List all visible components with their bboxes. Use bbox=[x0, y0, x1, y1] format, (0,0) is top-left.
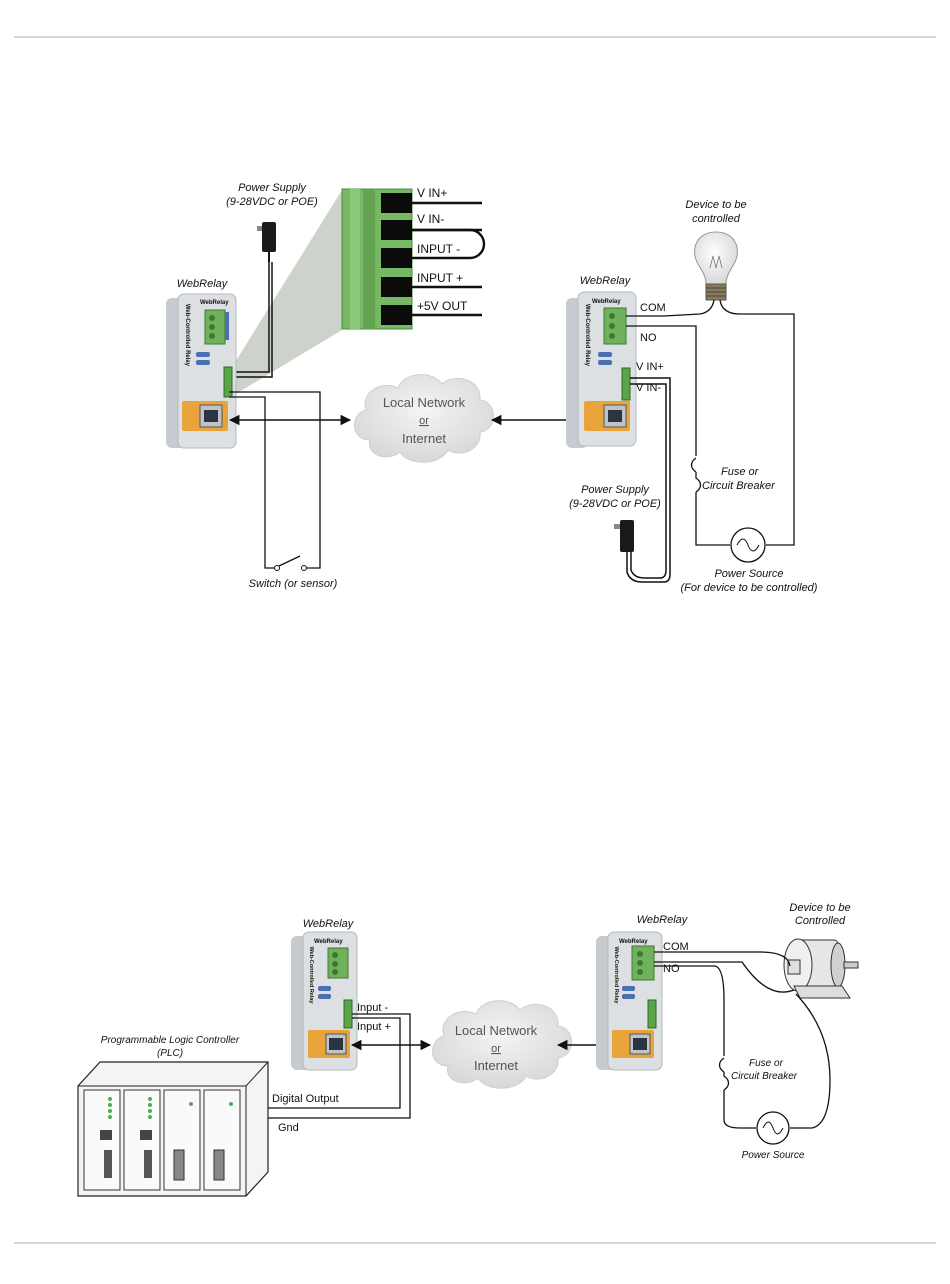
cloud2-line2: or bbox=[491, 1043, 501, 1055]
light-bulb bbox=[694, 231, 738, 301]
logo-webrelay2-right: WebRelay bbox=[619, 939, 648, 945]
vin-minus-label-1: V IN- bbox=[636, 382, 661, 394]
switch-wire-a bbox=[229, 396, 275, 569]
power-adapter-right bbox=[614, 377, 671, 583]
cloud2-line3: Internet bbox=[474, 1058, 518, 1073]
gnd-label: Gnd bbox=[278, 1122, 299, 1134]
vin-plus-label-1: V IN+ bbox=[636, 361, 664, 373]
com-wire-1 bbox=[626, 299, 715, 317]
switch-contact-right bbox=[301, 565, 307, 571]
fuse-label-1-line2: Circuit Breaker bbox=[702, 480, 776, 492]
ac-wave-2 bbox=[762, 1121, 784, 1135]
motor-return-wire bbox=[790, 993, 831, 1129]
logo-webrelay-right: WebRelay bbox=[592, 299, 621, 305]
terminal-label-vin-plus: V IN+ bbox=[417, 186, 447, 200]
device-label-2-line2: Controlled bbox=[795, 915, 846, 927]
terminal-label-input-plus: INPUT + bbox=[417, 271, 463, 285]
switch-wire-b bbox=[229, 391, 321, 569]
power-supply-right-line2: (9-28VDC or POE) bbox=[569, 498, 661, 510]
power-supply-left-line1: Power Supply bbox=[238, 182, 307, 194]
fuse-wire-1 bbox=[695, 492, 730, 546]
diagram-2: WebRelay WebRelay Web-Controlled Relay I… bbox=[77, 902, 859, 1197]
side-text2-left: Web-Controlled Relay bbox=[308, 946, 314, 1004]
device-label-1-line1: Device to be bbox=[685, 199, 746, 211]
side-text-right: Web-Controlled Relay bbox=[584, 304, 590, 367]
no-wire-1 bbox=[626, 325, 697, 456]
webrelay-left-label: WebRelay bbox=[177, 278, 229, 290]
bulb-return-wire bbox=[719, 299, 795, 546]
side-text-left: Web-Controlled Relay bbox=[184, 304, 190, 367]
power-source-1-line2: (For device to be controlled) bbox=[681, 582, 818, 594]
switch-label: Switch (or sensor) bbox=[249, 578, 338, 590]
motor-link-wire bbox=[654, 961, 795, 993]
power-source-2-label: Power Source bbox=[742, 1150, 805, 1161]
top-divider bbox=[14, 36, 936, 38]
fuse-symbol-2 bbox=[718, 1057, 730, 1091]
power-adapter-left bbox=[233, 222, 276, 378]
cloud1-line1: Local Network bbox=[383, 395, 466, 410]
no-label-1: NO bbox=[640, 332, 657, 344]
motor bbox=[783, 938, 859, 999]
side-text2-right: Web-Controlled Relay bbox=[613, 946, 619, 1004]
input-minus-label: Input - bbox=[357, 1002, 389, 1014]
plc-rack bbox=[77, 1061, 269, 1197]
fuse-label-2-line1: Fuse or bbox=[749, 1058, 784, 1069]
webrelay-device-left: WebRelay Web-Controlled Relay bbox=[166, 293, 237, 449]
network-cloud-1: Local Network or Internet bbox=[354, 374, 494, 463]
digital-output-label: Digital Output bbox=[272, 1093, 339, 1105]
com-label-2: COM bbox=[663, 941, 689, 953]
logo-webrelay2-left: WebRelay bbox=[314, 939, 343, 945]
cloud1-line3: Internet bbox=[402, 431, 446, 446]
terminal-label-vin-minus: V IN- bbox=[417, 212, 444, 226]
terminal-leads bbox=[412, 201, 486, 317]
zoom-wedge bbox=[229, 190, 342, 398]
gnd-wire bbox=[268, 1013, 411, 1119]
no-label-2: NO bbox=[663, 963, 680, 975]
fuse-wire-2 bbox=[723, 1090, 756, 1129]
device-label-2-line1: Device to be bbox=[789, 902, 850, 914]
terminal-label-input-minus: INPUT - bbox=[417, 242, 460, 256]
no-wire-2 bbox=[654, 965, 725, 1056]
com-label-1: COM bbox=[640, 302, 666, 314]
webrelay2-device-left: WebRelay Web-Controlled Relay bbox=[291, 931, 358, 1071]
logo-webrelay-left: WebRelay bbox=[200, 300, 229, 306]
com-wire-2 bbox=[654, 951, 791, 967]
device-label-1-line2: controlled bbox=[692, 213, 741, 225]
plc-label-line1: Programmable Logic Controller bbox=[101, 1035, 240, 1046]
switch-lever bbox=[278, 555, 301, 567]
cloud1-line2: or bbox=[419, 415, 429, 427]
webrelay2-left-label: WebRelay bbox=[303, 918, 355, 930]
cloud2-line1: Local Network bbox=[455, 1023, 538, 1038]
ac-wave-1 bbox=[736, 538, 760, 552]
bottom-divider bbox=[14, 1242, 936, 1244]
network-cloud-2: Local Network or Internet bbox=[432, 1000, 572, 1089]
input-plus-label: Input + bbox=[357, 1021, 391, 1033]
diagram-1: V IN+ V IN- INPUT - INPUT + +5V OUT Powe… bbox=[166, 182, 818, 594]
plc-label-line2: (PLC) bbox=[157, 1048, 183, 1059]
fuse-symbol-1 bbox=[690, 457, 702, 493]
webrelay-device-right: WebRelay Web-Controlled Relay bbox=[566, 291, 637, 448]
terminal-block-enlarged bbox=[341, 188, 413, 330]
power-supply-left-line2: (9-28VDC or POE) bbox=[226, 196, 318, 208]
switch-contact-left bbox=[274, 565, 280, 571]
webrelay2-device-right: WebRelay Web-Controlled Relay bbox=[596, 931, 663, 1071]
webrelay-right-label: WebRelay bbox=[580, 275, 632, 287]
terminal-label-5v-out: +5V OUT bbox=[417, 299, 468, 313]
fuse-label-1-line1: Fuse or bbox=[721, 466, 760, 478]
digital-output-wire bbox=[268, 1017, 401, 1109]
webrelay2-right-label: WebRelay bbox=[637, 914, 689, 926]
power-source-1-line1: Power Source bbox=[714, 568, 783, 580]
fuse-label-2-line2: Circuit Breaker bbox=[731, 1071, 798, 1082]
power-supply-right-line1: Power Supply bbox=[581, 484, 650, 496]
